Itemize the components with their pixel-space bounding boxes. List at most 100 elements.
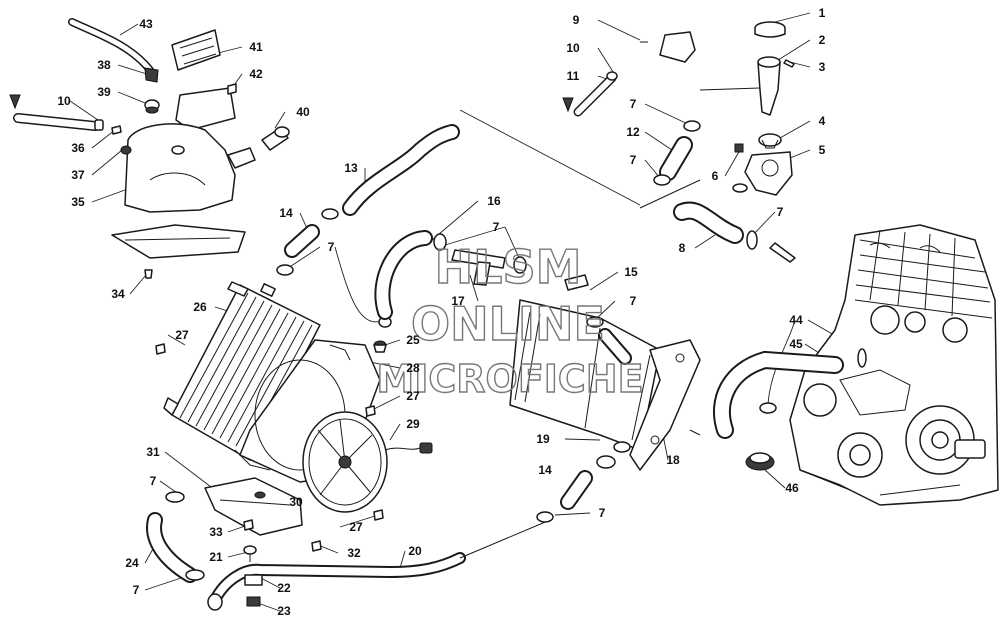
engine-block: [789, 224, 999, 506]
part-32-screw: [311, 540, 322, 552]
callout-7-e: 7: [328, 240, 335, 254]
callout-44: 44: [789, 313, 803, 327]
callout-2: 2: [819, 33, 826, 47]
part-24-hose: [146, 512, 198, 583]
callout-45: 45: [789, 337, 803, 351]
part-14-hose-lower: [560, 470, 593, 510]
part-36-clamp: [111, 125, 122, 135]
callout-18: 18: [666, 453, 680, 467]
part-45-hose: [713, 350, 844, 439]
part-22-clip: [244, 574, 263, 586]
callout-7-h: 7: [599, 506, 606, 520]
part-46-spring-clamp: [745, 452, 775, 471]
callout-34: 34: [111, 287, 125, 301]
callout-27-b: 27: [406, 389, 420, 403]
callout-43: 43: [139, 17, 153, 31]
part-7-clamps-lower-left: [165, 491, 205, 581]
callout-14-a: 14: [279, 206, 293, 220]
callouts: 1 2 3 4 5 6 7 7 7 7 7 7 7 7 7 8 9 10 10 …: [57, 6, 825, 618]
part-5-housing: [744, 151, 793, 196]
part-7-clamps-center: [433, 233, 527, 274]
callout-27-a: 27: [175, 328, 189, 342]
callout-19: 19: [536, 432, 550, 446]
callout-30: 30: [289, 495, 303, 509]
part-43-vent-hose: [68, 18, 154, 74]
callout-10-b: 10: [57, 94, 71, 108]
callout-8: 8: [679, 241, 686, 255]
part-19-frame: [509, 299, 661, 451]
part-41-mount-bracket: [171, 29, 236, 131]
part-9-bracket: [640, 31, 696, 63]
part-11-hose: [573, 73, 617, 117]
callout-15: 15: [624, 265, 638, 279]
part-17-tee: [451, 249, 506, 286]
part-23-grommet: [246, 596, 261, 607]
callout-11: 11: [567, 69, 580, 83]
callout-26: 26: [193, 300, 207, 314]
part-7-clamps-right: [536, 316, 631, 523]
callout-29: 29: [406, 417, 420, 431]
part-6-sensor: [732, 143, 748, 193]
callout-24: 24: [125, 556, 139, 570]
routing-line: [639, 179, 701, 209]
callout-9: 9: [573, 13, 580, 27]
callout-14-b: 14: [538, 463, 552, 477]
part-2-filler-neck: [699, 56, 781, 116]
watermark: HLSM ONLINE MICROFICHE: [376, 239, 645, 401]
callout-38: 38: [97, 58, 111, 72]
part-16-hose: [374, 230, 433, 320]
part-38-fitting: [144, 67, 159, 83]
part-7-clamp-8: [746, 230, 758, 250]
part-3-screw: [783, 59, 795, 68]
part-4-thermostat: [758, 133, 782, 149]
part-27-bolts: [155, 343, 384, 521]
callout-5: 5: [819, 143, 826, 157]
engine-outlet-fitting: [769, 242, 796, 263]
callout-39: 39: [97, 85, 111, 99]
callout-31: 31: [146, 445, 160, 459]
part-35-reservoir: [124, 123, 256, 213]
part-13-upper-hose: [342, 124, 460, 216]
callout-7-f: 7: [630, 294, 637, 308]
callout-7-a: 7: [630, 97, 637, 111]
callout-35: 35: [71, 195, 85, 209]
callout-6: 6: [712, 169, 719, 183]
part-10-clamp: [606, 71, 618, 81]
part-31-bracket: [204, 477, 303, 536]
callout-23: 23: [277, 604, 291, 618]
watermark-line-1: HLSM: [435, 240, 582, 294]
part-34-bracket: [111, 224, 246, 279]
part-37-grommet: [120, 145, 132, 155]
callout-37: 37: [71, 168, 85, 182]
part-21-bolt: [243, 545, 257, 562]
part-1-cap: [754, 21, 786, 38]
callout-40: 40: [296, 105, 310, 119]
callout-22: 22: [277, 581, 291, 595]
callout-3: 3: [819, 60, 826, 74]
part-14-hose-left: [284, 224, 320, 258]
part-7-clamps-thermo: [653, 120, 701, 186]
part-7-hose-mid: [598, 328, 632, 365]
part-7-clamps-left: [276, 208, 392, 328]
part-33-screw: [243, 519, 254, 531]
callout-36: 36: [71, 141, 85, 155]
callout-17: 17: [451, 294, 465, 308]
part-29-fan: [302, 411, 433, 513]
callout-7-c: 7: [777, 205, 784, 219]
callout-27-c: 27: [349, 520, 363, 534]
part-15-fitting: [564, 274, 589, 291]
callout-21: 21: [209, 550, 223, 564]
callout-1: 1: [819, 6, 826, 20]
callout-41: 41: [249, 40, 263, 54]
direction-arrows: [9, 94, 574, 113]
callout-33: 33: [209, 525, 223, 539]
part-18-bracket: [629, 339, 701, 471]
callout-7-i: 7: [133, 583, 140, 597]
callout-20: 20: [408, 544, 422, 558]
callout-25: 25: [406, 333, 420, 347]
callout-10-a: 10: [566, 41, 580, 55]
part-8-hose: [673, 201, 744, 244]
part-40-cap: [261, 126, 290, 151]
